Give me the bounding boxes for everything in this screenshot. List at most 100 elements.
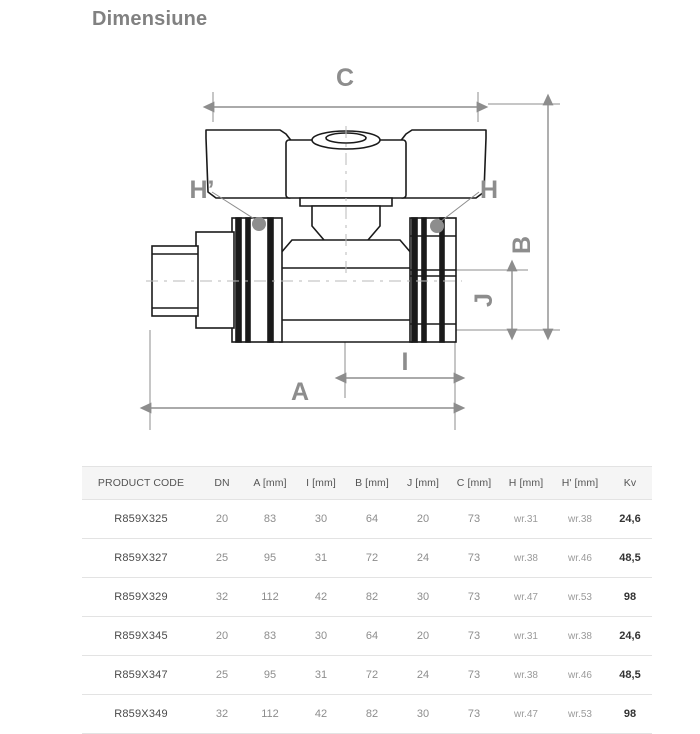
cell-b: 64 (346, 499, 398, 539)
handle-base (299, 197, 393, 207)
cell-j: 24 (398, 655, 448, 695)
callout-leaders (211, 191, 480, 223)
column-header-product-code: PRODUCT CODE (82, 466, 200, 500)
cell-h: wr.31 (500, 499, 552, 539)
right-nut-rib-a (411, 217, 418, 343)
table-header-row: PRODUCT CODE DN A [mm] I [mm] B [mm] J [… (82, 466, 652, 500)
table-row: R859X347 25 95 31 72 24 73 wr.38 wr.46 4… (82, 655, 652, 695)
cell-kv: 48,5 (608, 655, 652, 695)
dimension-label-C: C (336, 64, 354, 92)
dimension-label-J: J (470, 293, 498, 307)
cell-c: 73 (448, 694, 500, 734)
cell-j: 20 (398, 616, 448, 656)
cell-c: 73 (448, 577, 500, 617)
column-header-dn: DN (200, 466, 244, 500)
left-nut-rib-c (267, 217, 274, 343)
specification-table: PRODUCT CODE DN A [mm] I [mm] B [mm] J [… (82, 466, 652, 734)
cell-h-prime: wr.46 (552, 655, 608, 695)
cell-i: 31 (296, 538, 346, 578)
cell-a: 83 (244, 499, 296, 539)
cell-dn: 25 (200, 655, 244, 695)
left-nut-rib-a (235, 217, 242, 343)
cell-h: wr.38 (500, 538, 552, 578)
valve-center-body (279, 239, 413, 343)
dimension-label-A: A (291, 378, 309, 406)
cell-i: 42 (296, 694, 346, 734)
cell-c: 73 (448, 538, 500, 578)
cell-product-code: R859X347 (82, 655, 200, 695)
cell-c: 73 (448, 616, 500, 656)
table-row: R859X329 32 112 42 82 30 73 wr.47 wr.53 … (82, 577, 652, 617)
cell-a: 112 (244, 694, 296, 734)
column-header-kv: Kv (608, 466, 652, 500)
cell-kv: 98 (608, 694, 652, 734)
column-header-b: B [mm] (346, 466, 398, 500)
callout-dot-left (252, 217, 266, 231)
cell-c: 73 (448, 499, 500, 539)
cell-b: 82 (346, 694, 398, 734)
cell-dn: 32 (200, 694, 244, 734)
cell-i: 42 (296, 577, 346, 617)
dimension-label-H-prime: H’ (190, 176, 215, 204)
cell-h-prime: wr.38 (552, 499, 608, 539)
cell-h: wr.47 (500, 694, 552, 734)
column-header-j: J [mm] (398, 466, 448, 500)
cell-a: 95 (244, 655, 296, 695)
cell-dn: 20 (200, 616, 244, 656)
cell-b: 72 (346, 655, 398, 695)
specification-table-wrapper: PRODUCT CODE DN A [mm] I [mm] B [mm] J [… (82, 466, 652, 734)
page-root: Dimensiune (0, 8, 700, 734)
table-row: R859X349 32 112 42 82 30 73 wr.47 wr.53 … (82, 694, 652, 734)
cell-h-prime: wr.53 (552, 694, 608, 734)
cell-i: 31 (296, 655, 346, 695)
left-nut-rib-b (245, 217, 251, 343)
cell-product-code: R859X345 (82, 616, 200, 656)
left-shoulder (195, 231, 235, 329)
callout-dot-right (430, 219, 444, 233)
right-nut-rib-b (421, 217, 427, 343)
cell-a: 95 (244, 538, 296, 578)
cell-h-prime: wr.53 (552, 577, 608, 617)
cell-dn: 25 (200, 538, 244, 578)
cell-product-code: R859X329 (82, 577, 200, 617)
cell-product-code: R859X349 (82, 694, 200, 734)
cell-b: 82 (346, 577, 398, 617)
dimension-label-I: I (402, 348, 409, 376)
right-port-assembly (409, 217, 457, 343)
cell-h: wr.38 (500, 655, 552, 695)
cell-h: wr.31 (500, 616, 552, 656)
cell-j: 24 (398, 538, 448, 578)
cell-product-code: R859X327 (82, 538, 200, 578)
cell-h: wr.47 (500, 577, 552, 617)
cell-c: 73 (448, 655, 500, 695)
cell-a: 112 (244, 577, 296, 617)
cell-a: 83 (244, 616, 296, 656)
table-row: R859X327 25 95 31 72 24 73 wr.38 wr.46 4… (82, 538, 652, 578)
cell-dn: 20 (200, 499, 244, 539)
cell-j: 20 (398, 499, 448, 539)
cell-j: 30 (398, 694, 448, 734)
cell-b: 64 (346, 616, 398, 656)
dimension-label-B: B (508, 236, 536, 254)
cell-i: 30 (296, 499, 346, 539)
cell-kv: 24,6 (608, 616, 652, 656)
cell-dn: 32 (200, 577, 244, 617)
ball-valve-dimension-drawing: C B J A I H’ H (0, 30, 700, 440)
table-row: R859X325 20 83 30 64 20 73 wr.31 wr.38 2… (82, 499, 652, 539)
cell-b: 72 (346, 538, 398, 578)
table-row: R859X345 20 83 30 64 20 73 wr.31 wr.38 2… (82, 616, 652, 656)
right-nut-rib-c (439, 217, 445, 343)
cell-kv: 98 (608, 577, 652, 617)
column-header-h-prime: H' [mm] (552, 466, 608, 500)
center-axis-lines (146, 126, 462, 282)
cell-h-prime: wr.38 (552, 616, 608, 656)
body-center (279, 239, 413, 343)
cell-j: 30 (398, 577, 448, 617)
column-header-h: H [mm] (500, 466, 552, 500)
cell-h-prime: wr.46 (552, 538, 608, 578)
cell-kv: 48,5 (608, 538, 652, 578)
cell-product-code: R859X325 (82, 499, 200, 539)
page-title: Dimensiune (92, 8, 208, 30)
cell-i: 30 (296, 616, 346, 656)
column-header-i: I [mm] (296, 466, 346, 500)
